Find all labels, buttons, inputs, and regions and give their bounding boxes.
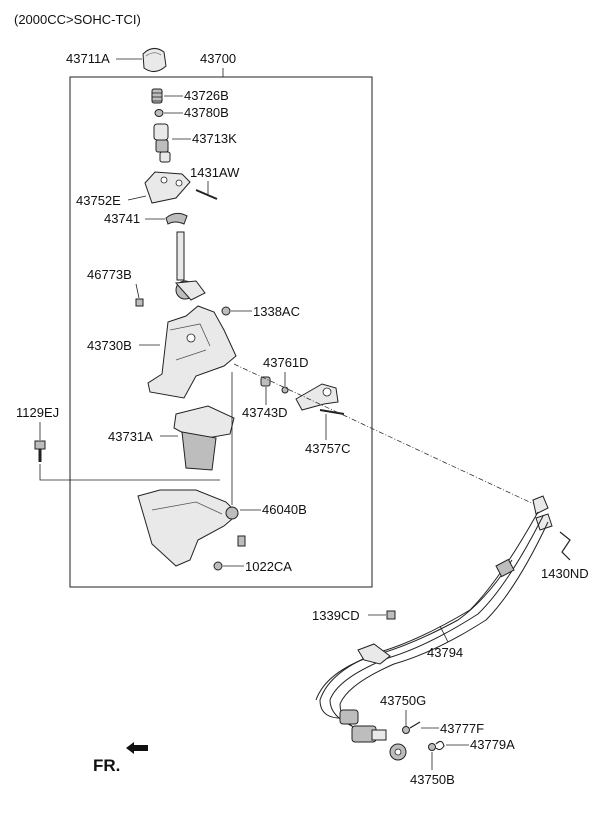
cable-end-parts <box>339 709 407 761</box>
cable-washer-b-part <box>428 743 436 751</box>
cable-pin-part <box>409 721 421 729</box>
mounting-plate-part <box>173 405 235 471</box>
part-label-43731a: 43731A <box>108 429 153 444</box>
shift-housing-part <box>147 305 237 399</box>
cable-clip-small-part <box>435 740 445 751</box>
part-label-43779a: 43779A <box>470 737 515 752</box>
part-label-43777f: 43777F <box>440 721 484 736</box>
part-label-43752e: 43752E <box>76 193 121 208</box>
hex-bolt-part <box>34 440 46 462</box>
part-label-1129ej: 1129EJ <box>16 405 59 420</box>
shift-cable-part <box>315 495 553 733</box>
cable-washer-part <box>402 726 410 734</box>
part-label-43741: 43741 <box>104 211 140 226</box>
part-label-1022ca: 1022CA <box>245 559 292 574</box>
front-direction-label: FR. <box>93 756 120 775</box>
part-label-46773b: 46773B <box>87 267 132 282</box>
part-label-43726b: 43726B <box>184 88 229 103</box>
spring-part <box>151 88 163 104</box>
part-label-46040b: 46040B <box>262 502 307 517</box>
part-label-1430nd: 1430ND <box>541 566 589 581</box>
nut-part <box>135 298 144 307</box>
part-label-43750b: 43750B <box>410 772 455 787</box>
cable-bolt-part <box>386 610 396 620</box>
pin-part <box>195 189 218 200</box>
shift-knob-part <box>142 48 167 72</box>
part-label-43780b: 43780B <box>184 105 229 120</box>
assembly-number: 43700 <box>200 51 236 66</box>
washer-part <box>281 386 289 394</box>
part-label-43761d: 43761D <box>263 355 309 370</box>
lever-bracket-part <box>144 171 191 204</box>
part-label-43794: 43794 <box>427 645 463 660</box>
part-label-43743d: 43743D <box>242 405 288 420</box>
lever-cap-part <box>153 123 171 163</box>
part-label-1338ac: 1338AC <box>253 304 300 319</box>
base-bracket-part <box>137 489 246 567</box>
select-lever-part <box>295 383 345 415</box>
part-label-43713k: 43713K <box>192 131 237 146</box>
bolt-part <box>221 306 231 316</box>
bush-part <box>260 376 271 387</box>
part-label-1431aw: 1431AW <box>190 165 240 180</box>
part-label-43730b: 43730B <box>87 338 132 353</box>
retaining-clip-part <box>165 212 188 225</box>
assembly-frame <box>69 76 373 588</box>
front-arrow-icon <box>126 742 148 754</box>
part-label-43757c: 43757C <box>305 441 351 456</box>
bushing-part <box>154 109 164 117</box>
cable-clip-part <box>559 531 571 561</box>
model-header: (2000CC>SOHC-TCI) <box>14 12 141 27</box>
part-label-1339cd: 1339CD <box>312 608 360 623</box>
part-label-43750g: 43750G <box>380 693 426 708</box>
lever-shaft-part <box>174 231 206 301</box>
lock-nut-part <box>213 561 223 571</box>
part-label-43711a: 43711A <box>66 51 110 66</box>
